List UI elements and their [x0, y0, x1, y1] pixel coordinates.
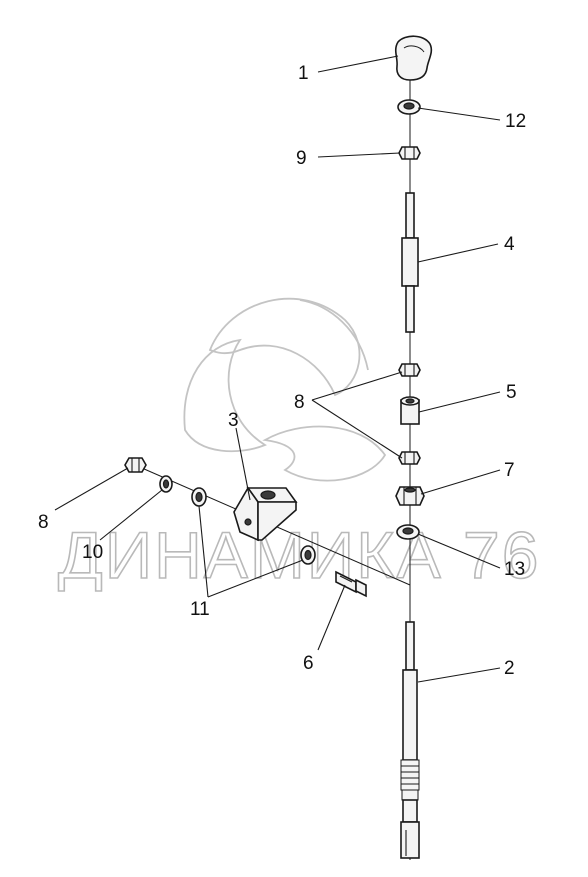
label-5: 5 — [506, 382, 517, 403]
part-nut-9 — [398, 146, 421, 160]
label-2: 2 — [504, 658, 515, 679]
label-6: 6 — [303, 653, 314, 674]
part-washer-11-b — [300, 545, 316, 565]
label-12: 12 — [505, 111, 526, 132]
part-washer-13 — [396, 524, 420, 540]
label-13: 13 — [504, 559, 525, 580]
label-3: 3 — [228, 410, 239, 431]
label-7: 7 — [504, 460, 515, 481]
leader-lines — [54, 55, 501, 683]
part-bolt-6 — [335, 570, 367, 598]
part-washer-10 — [159, 475, 173, 493]
label-10: 10 — [82, 542, 103, 563]
part-nut-8-upper — [398, 363, 421, 377]
part-nut-8-lower — [398, 451, 421, 465]
part-nut-7 — [395, 486, 425, 506]
part-bracket-3 — [233, 486, 298, 542]
watermark-logo — [183, 297, 387, 482]
part-rod-4 — [401, 192, 419, 333]
label-11: 11 — [190, 599, 210, 620]
part-washer-12 — [397, 99, 421, 115]
part-washer-11-a — [191, 487, 207, 507]
part-rod-2 — [400, 621, 420, 859]
part-nut-8-left — [124, 457, 147, 473]
label-8-left: 8 — [38, 512, 49, 533]
part-knob — [394, 35, 433, 81]
label-1: 1 — [298, 63, 309, 84]
label-4: 4 — [504, 234, 515, 255]
callout-labels: 1 12 9 4 8 5 3 7 8 10 13 11 6 2 — [38, 63, 526, 679]
label-8-upper: 8 — [294, 392, 305, 413]
label-9: 9 — [296, 148, 307, 169]
watermark-text: ДИНАМИКА 76 — [58, 518, 540, 592]
part-coupling-5 — [400, 396, 420, 425]
